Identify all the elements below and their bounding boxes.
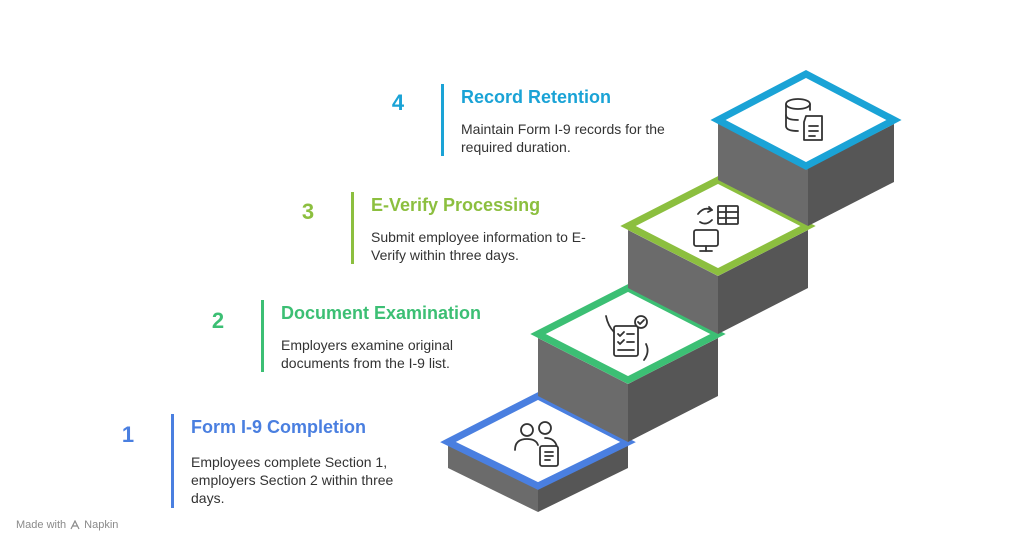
step-number-2: 2: [211, 308, 225, 333]
step-description-4: Maintain Form I-9 records for the requir…: [461, 121, 665, 155]
step-description-1: Employees complete Section 1, employers …: [191, 454, 394, 506]
napkin-brand-label: Napkin: [84, 519, 119, 531]
document-checklist-icon: [605, 315, 649, 361]
step-description-3: Submit employee information to E-Verify …: [371, 229, 586, 263]
database-document-icon: [785, 98, 823, 141]
step-description-2: Employers examine original documents fro…: [281, 337, 453, 371]
stair-step-1: [440, 392, 636, 512]
step-accent-bar-1: [171, 414, 174, 508]
step-number-3: 3: [301, 199, 315, 224]
step-accent-bar-3: [351, 192, 354, 264]
step-title-2: Document Examination: [281, 303, 482, 323]
step-title-4: Record Retention: [461, 87, 612, 107]
step-number-4: 4: [391, 90, 405, 115]
step-title-1: Form I-9 Completion: [191, 417, 366, 437]
step-accent-bar-2: [261, 300, 264, 372]
made-with-footer: Made with Napkin: [16, 519, 118, 531]
step-number-1: 1: [121, 422, 135, 447]
step-title-3: E-Verify Processing: [371, 195, 541, 215]
monitor-table-sync-icon: [693, 205, 739, 252]
napkin-logo-icon: [70, 520, 80, 530]
step-accent-bar-4: [441, 84, 444, 156]
people-document-icon: [514, 421, 559, 467]
made-with-label: Made with: [16, 519, 67, 531]
